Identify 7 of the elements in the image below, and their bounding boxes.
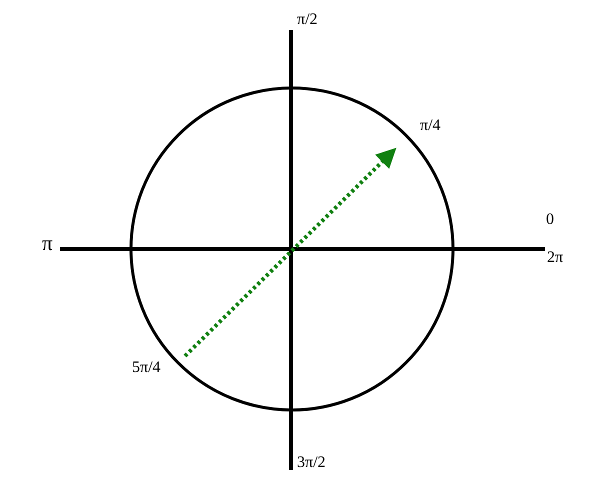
- angle-label: 3π/2: [297, 455, 326, 471]
- angle-label: 5π/4: [132, 360, 161, 376]
- angle-label: π: [42, 233, 53, 254]
- angle-label: π/4: [420, 118, 441, 134]
- angle-label: π/2: [297, 12, 318, 28]
- angle-label: 2π: [547, 250, 564, 266]
- angle-label: 0: [546, 212, 554, 228]
